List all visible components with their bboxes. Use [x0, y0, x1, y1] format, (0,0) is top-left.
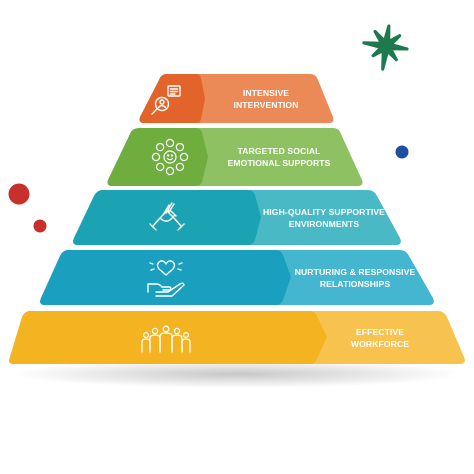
tier-5-label-line2: WORKFORCE — [350, 339, 410, 349]
group-of-people-icon — [141, 325, 191, 353]
tier-targeted-social-emotional-supports — [107, 128, 363, 186]
tier-1-label: INTENSIVE INTERVENTION — [210, 78, 322, 120]
tier-5-label-line1: EFFECTIVE — [355, 327, 405, 337]
handshake-icon — [149, 202, 185, 231]
tier-3-label: HIGH-QUALITY SUPPORTIVE ENVIRONMENTS — [258, 196, 390, 240]
tier-2-label-line2: EMOTIONAL SUPPORTS — [227, 158, 331, 168]
tier-5-label: EFFECTIVE WORKFORCE — [325, 317, 435, 359]
hand-heart-icon — [147, 260, 185, 297]
tier-4-dark-band — [40, 250, 291, 305]
tier-4-label-line2: RELATIONSHIPS — [319, 279, 391, 289]
tier-4-label-line1: NURTURING & RESPONSIVE — [294, 267, 416, 277]
tier-1-dark-band — [139, 74, 205, 123]
tier-3-label-line2: ENVIRONMENTS — [288, 219, 360, 229]
starburst-center — [380, 40, 392, 52]
pyramid-shadow — [12, 360, 462, 388]
tier-5-dark-band — [9, 311, 327, 364]
blue-dot — [395, 145, 409, 159]
magnifier-person-chart-icon — [151, 85, 181, 115]
tier-3-dark-band — [73, 190, 261, 245]
emotion-faces-circle-icon — [151, 138, 189, 176]
red-dot-large — [8, 183, 30, 205]
tier-4-label: NURTURING & RESPONSIVE RELATIONSHIPS — [290, 256, 420, 300]
red-dot-small — [33, 219, 47, 233]
tier-2-label-line1: TARGETED SOCIAL — [237, 146, 321, 156]
tier-2-label: TARGETED SOCIAL EMOTIONAL SUPPORTS — [212, 135, 346, 179]
starburst-icon — [362, 24, 409, 71]
tier-3-label-line1: HIGH-QUALITY SUPPORTIVE — [263, 207, 385, 217]
tier-high-quality-supportive-environments — [73, 190, 401, 245]
tier-2-dark-band — [107, 128, 208, 186]
tier-nurturing-responsive-relationships — [40, 250, 434, 305]
tier-effective-workforce — [9, 311, 465, 364]
tier-1-label-line2: INTERVENTION — [233, 100, 299, 110]
tier-1-label-line1: INTENSIVE — [242, 88, 290, 98]
tier-intensive-intervention — [139, 74, 334, 123]
